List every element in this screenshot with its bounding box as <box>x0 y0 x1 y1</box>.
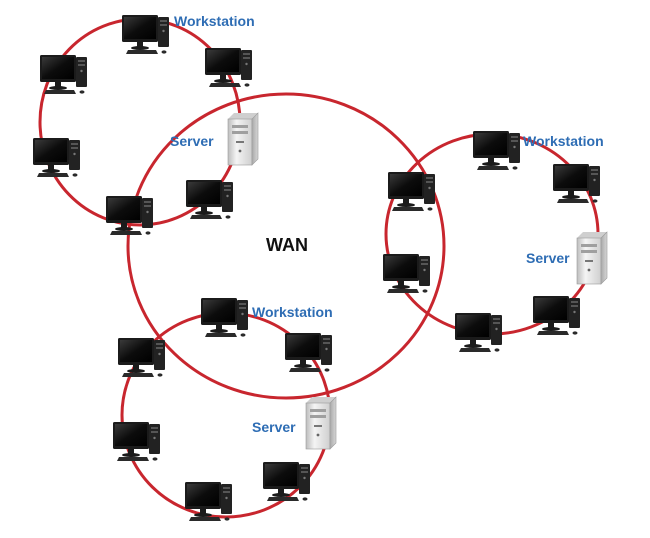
server-label: Server <box>526 250 570 266</box>
server-icon <box>305 396 337 450</box>
workstation-label: Workstation <box>174 13 255 29</box>
network-top-left: Workstation Server <box>33 13 259 235</box>
workstation-icon <box>383 254 430 293</box>
workstation-icon <box>533 296 580 335</box>
wan-ring <box>126 92 446 400</box>
workstation-icon <box>185 482 232 521</box>
workstation-icon <box>33 138 80 177</box>
network-bottom: Workstation Server <box>113 298 337 521</box>
workstation-label: Workstation <box>252 304 333 320</box>
workstation-icon <box>285 333 332 372</box>
workstation-icon <box>118 338 165 377</box>
server-icon <box>576 231 608 285</box>
workstation-icon <box>205 48 252 87</box>
server-label: Server <box>170 133 214 149</box>
workstation-icon <box>473 131 520 170</box>
server-icon <box>227 112 259 166</box>
workstation-icon <box>106 196 153 235</box>
network-right: Workstation Server <box>383 131 608 352</box>
workstation-icon <box>113 422 160 461</box>
server-label: Server <box>252 419 296 435</box>
workstation-icon <box>553 164 600 203</box>
wan-label: WAN <box>266 235 308 255</box>
workstation-icon <box>263 462 310 501</box>
workstation-icon <box>186 180 233 219</box>
workstation-icon <box>388 172 435 211</box>
workstation-label: Workstation <box>523 133 604 149</box>
workstation-icon <box>201 298 248 337</box>
workstation-icon <box>122 15 169 54</box>
workstation-icon <box>455 313 502 352</box>
